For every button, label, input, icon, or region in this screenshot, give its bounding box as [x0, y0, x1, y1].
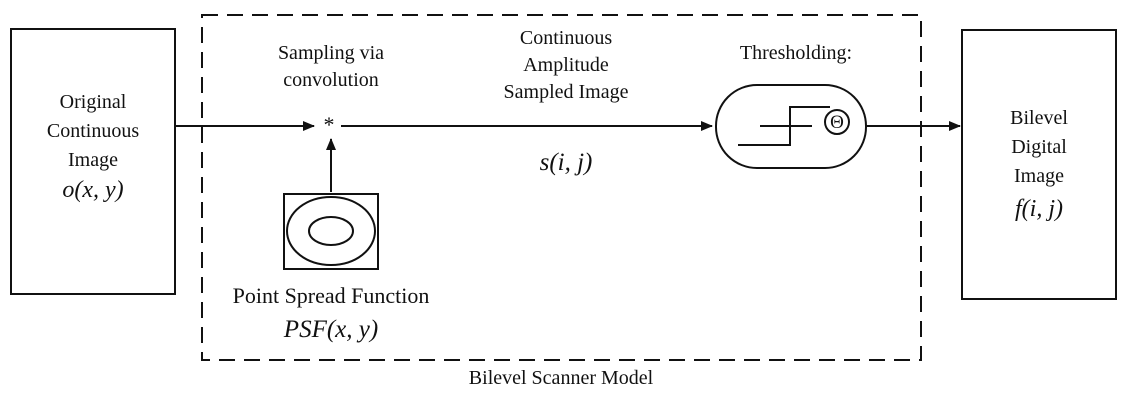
psf-outer-ellipse-icon	[286, 196, 376, 266]
sampling-label-line-2: convolution	[283, 69, 379, 91]
model-caption: Bilevel Scanner Model	[468, 367, 654, 389]
output-image-label: Bilevel Digital Image f(i, j)	[962, 104, 1116, 227]
convolution-operator: *	[317, 114, 341, 136]
sampled-label-line-3: Sampled Image	[503, 81, 629, 103]
output-label-line-1: Bilevel	[1010, 107, 1068, 129]
original-image-box	[10, 28, 176, 295]
psf-inner-ellipse-icon	[308, 216, 354, 246]
psf-label: Point Spread Function	[232, 283, 430, 308]
scanner-model-boundary	[201, 14, 922, 361]
original-image-function: o(x, y)	[62, 177, 124, 203]
output-label-line-3: Image	[1014, 165, 1064, 187]
original-label-line-1: Original	[59, 91, 127, 113]
threshold-label: Thresholding:	[739, 42, 853, 64]
original-image-label: Original Continuous Image o(x, y)	[11, 88, 175, 205]
original-label-line-2: Continuous	[46, 120, 140, 142]
sampled-label-line-2: Amplitude	[523, 54, 609, 76]
output-image-box	[961, 29, 1117, 300]
original-label-line-3: Image	[68, 149, 118, 171]
sampling-label: Sampling via convolution	[256, 40, 406, 94]
sampled-image-label: Continuous Amplitude Sampled Image	[486, 25, 646, 106]
sampled-label-line-1: Continuous	[519, 27, 613, 49]
theta-symbol: Θ	[824, 109, 850, 135]
psf-function: PSF(x, y)	[283, 316, 379, 343]
output-label-line-2: Digital	[1011, 136, 1067, 158]
sampled-image-function: s(i, j)	[539, 149, 593, 176]
sampling-label-line-1: Sampling via	[277, 42, 385, 64]
output-image-function: f(i, j)	[1015, 196, 1063, 222]
